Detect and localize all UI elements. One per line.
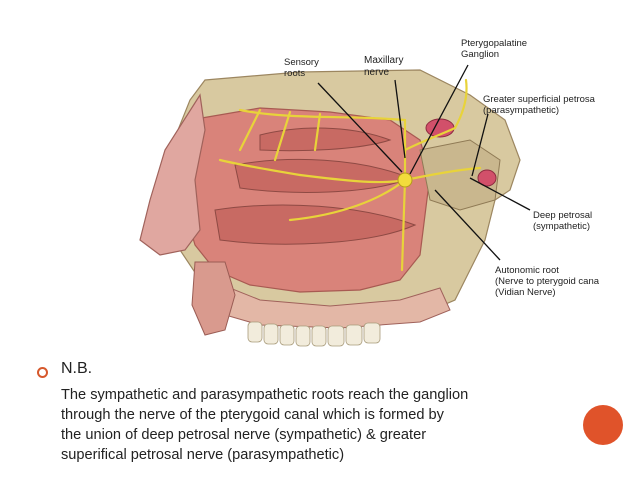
decorative-circle-icon [583, 405, 623, 445]
label-line: Greater superficial petrosa [483, 94, 595, 105]
label-line: (Vidian Nerve) [495, 287, 556, 298]
external-nose [139, 93, 206, 256]
label-line: Deep petrosal [533, 210, 593, 221]
sphenoid-region [419, 139, 501, 211]
note-body: The sympathetic and parasympathetic root… [61, 385, 581, 465]
bullet-icon [37, 367, 48, 378]
upper-lip [191, 261, 236, 336]
label-line: (sympathetic) [533, 221, 591, 232]
label-line: Pterygopalatine [461, 38, 528, 49]
label-line: (Nerve to pterygoid cana [495, 276, 600, 287]
label-line: (parasympathetic) [483, 105, 560, 116]
label-autonomic-root: Autonomic root (Nerve to pterygoid cana … [495, 265, 599, 298]
label-deep-petrosal: Deep petrosal (sympathetic) [533, 210, 592, 232]
note-title: N.B. [61, 360, 93, 377]
note-line: The sympathetic and parasympathetic root… [61, 387, 469, 403]
label-sensory-roots: Sensory roots [284, 57, 319, 79]
label-line: roots [284, 68, 306, 79]
label-line: Maxillary [364, 55, 404, 66]
inferior-turbinate [214, 204, 417, 245]
teeth [247, 321, 381, 347]
label-line: nerve [364, 66, 390, 78]
label-line: Sensory [284, 57, 319, 68]
leader-lines [317, 64, 531, 261]
note-line: the union of deep petrosal nerve (sympat… [61, 427, 427, 443]
label-line: Ganglion [461, 49, 500, 60]
label-pterygopalatine-ganglion: Pterygopalatine Ganglion [461, 38, 527, 60]
note-line: superifical petrosal nerve (parasympathe… [61, 447, 345, 463]
pterygopalatine-ganglion [397, 172, 413, 188]
label-line: Autonomic root [495, 265, 559, 276]
carotid-artery [477, 169, 497, 187]
palate [209, 279, 451, 329]
nerve-network [218, 78, 482, 272]
note-line: through the nerve of the pterygoid canal… [61, 407, 444, 423]
superior-turbinate [259, 127, 392, 152]
label-maxillary-nerve: Maxillary nerve [364, 55, 403, 78]
label-greater-superficial-petrosal: Greater superficial petrosa (parasympath… [483, 94, 595, 116]
